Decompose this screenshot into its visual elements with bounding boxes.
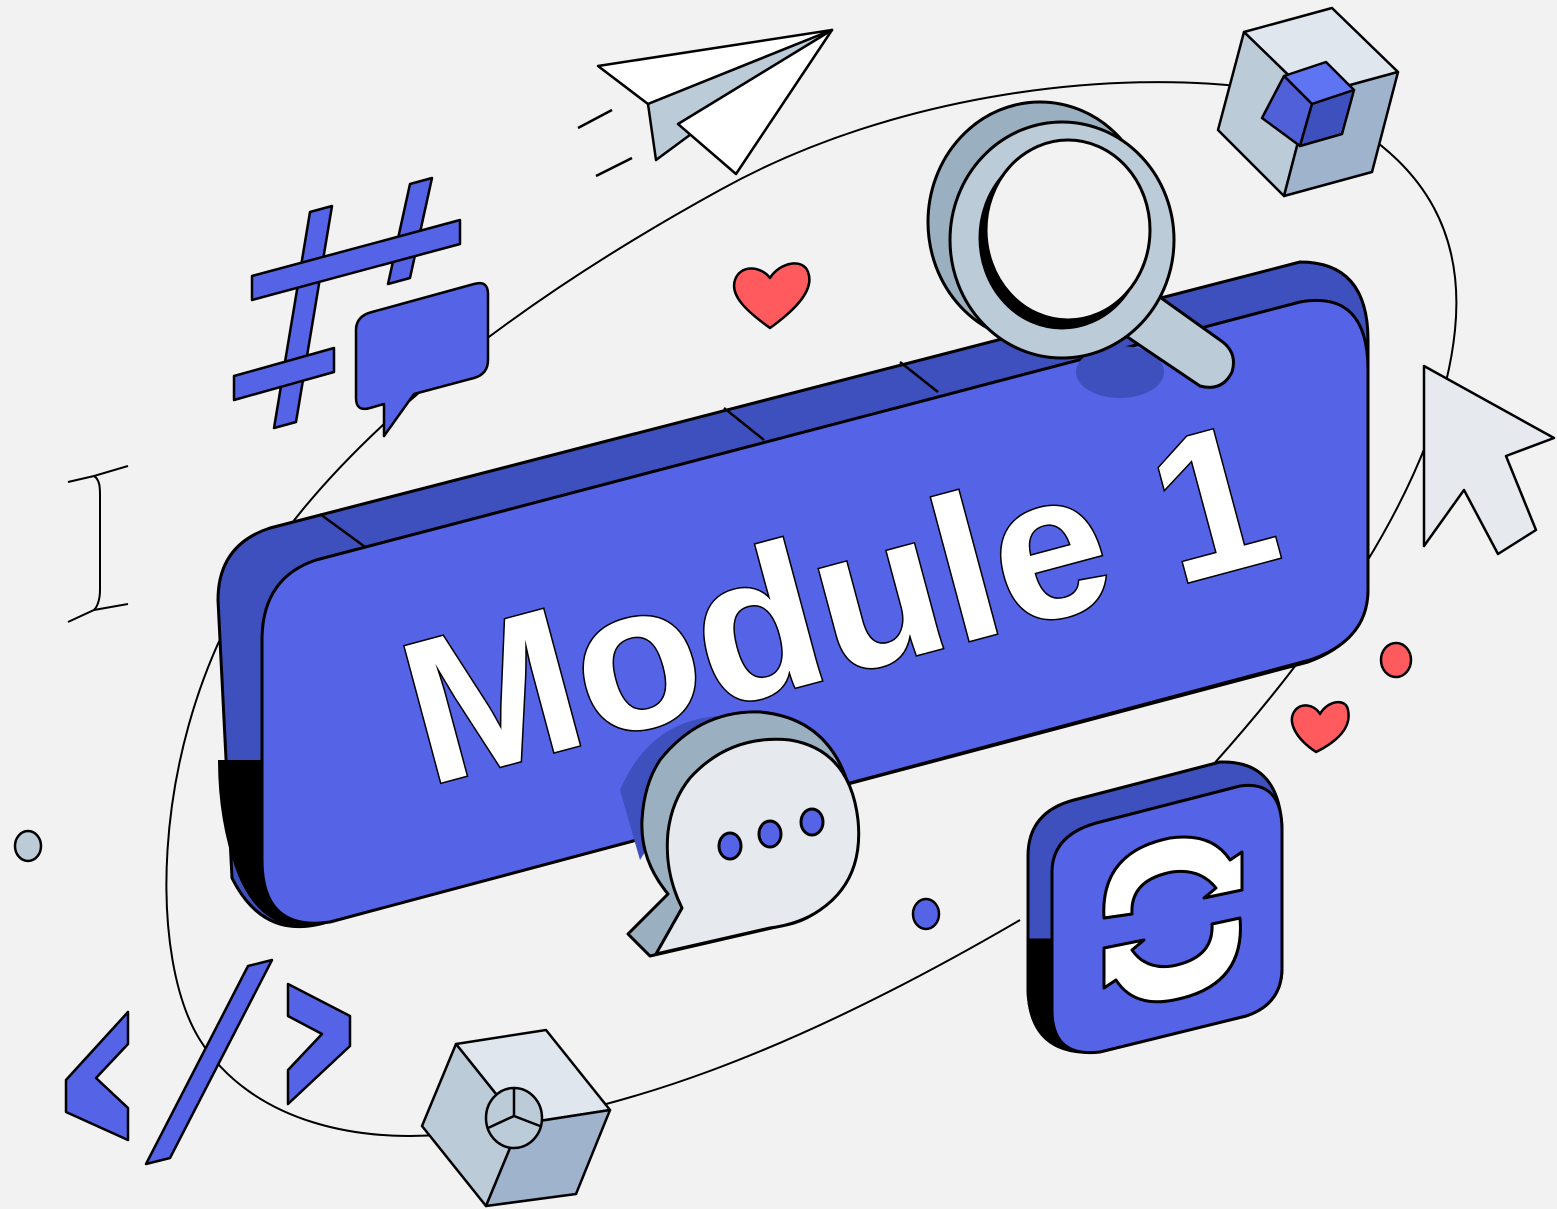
dot-icon xyxy=(911,897,941,931)
text-cursor-icon xyxy=(67,465,129,623)
heart-icon xyxy=(732,262,811,330)
module-banner: Module 1 xyxy=(216,260,1370,929)
cube-icon xyxy=(420,1028,612,1208)
mouse-pointer-icon xyxy=(1422,364,1556,556)
typing-bubble-icon xyxy=(620,710,861,958)
magnifier-icon xyxy=(926,100,1235,389)
heart-icon xyxy=(1290,701,1350,754)
cube-icon xyxy=(1216,6,1400,198)
hashtag-icon xyxy=(232,176,462,430)
dot-icon xyxy=(1379,641,1413,679)
code-brackets-icon xyxy=(64,958,352,1166)
refresh-icon xyxy=(1026,760,1284,1055)
chat-bubble-icon xyxy=(354,281,490,438)
paper-plane-icon xyxy=(577,28,834,178)
dot-icon xyxy=(13,829,43,863)
